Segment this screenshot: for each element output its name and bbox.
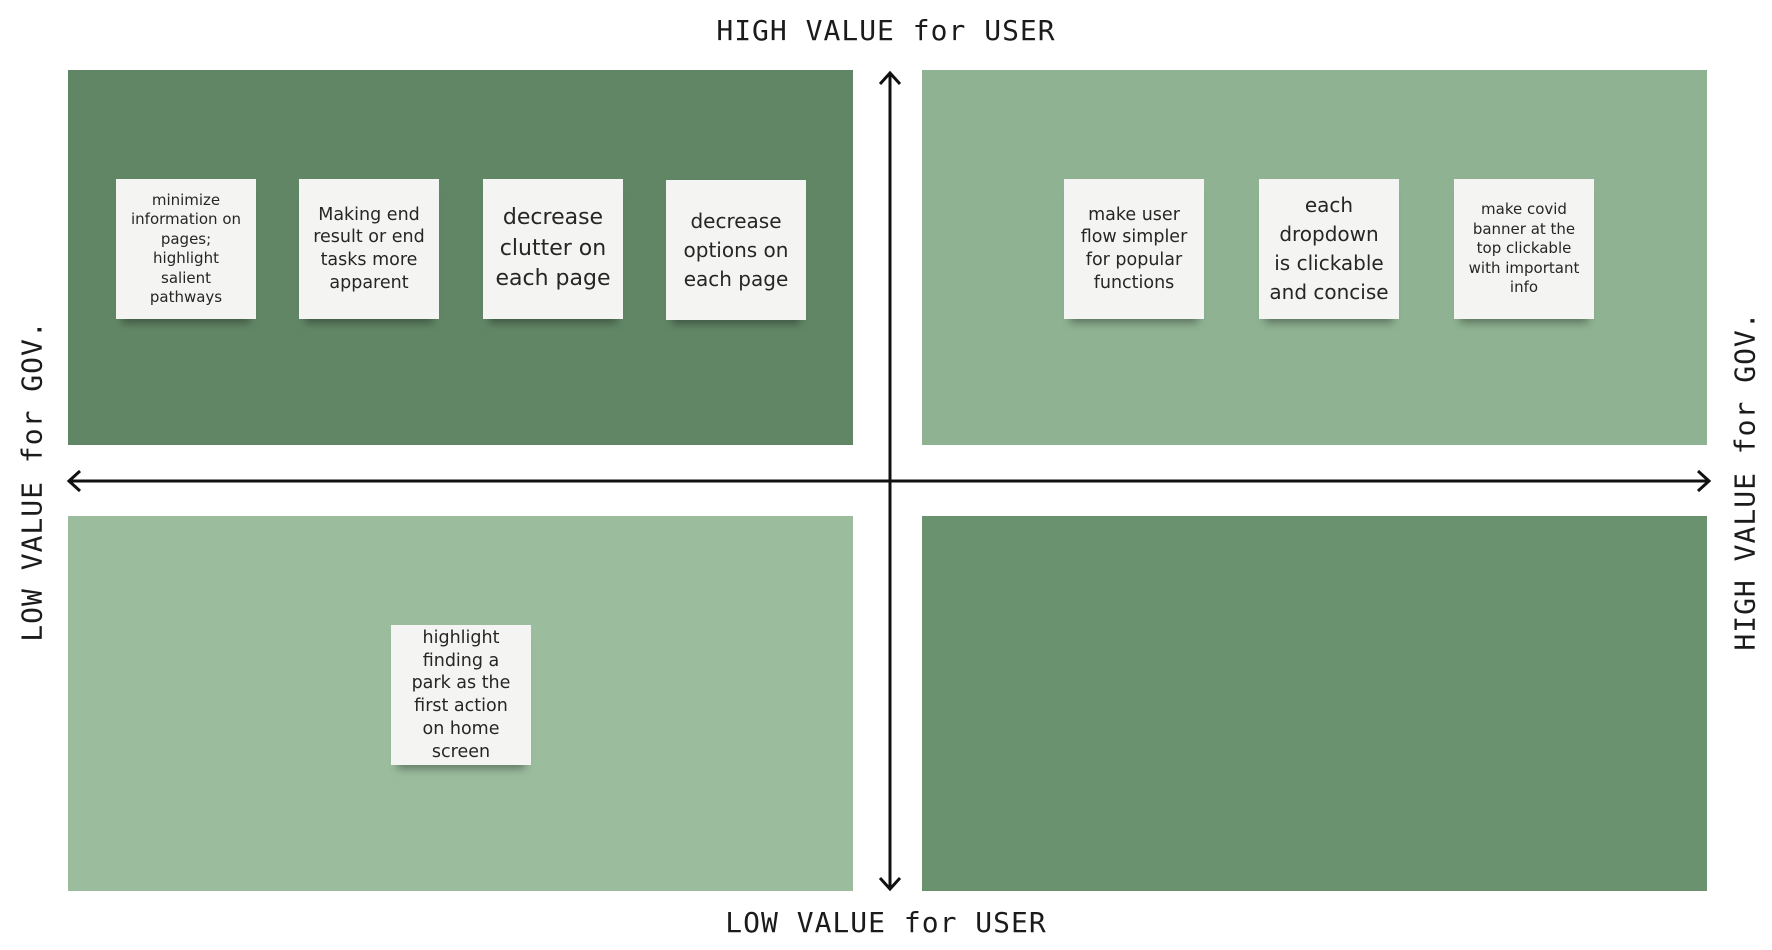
axis-label-high-gov: HIGH VALUE for GOV. xyxy=(1728,311,1762,651)
sticky-note[interactable]: highlight finding a park as the first ac… xyxy=(391,625,531,765)
arrow-right-icon xyxy=(1696,469,1712,493)
sticky-note-text: Making end result or end tasks more appa… xyxy=(313,204,425,293)
sticky-note-text: each dropdown is clickable and concise xyxy=(1269,193,1389,304)
sticky-note[interactable]: make covid banner at the top clickable w… xyxy=(1454,179,1594,319)
sticky-note[interactable]: Making end result or end tasks more appa… xyxy=(299,179,439,319)
sticky-note[interactable]: decrease options on each page xyxy=(666,180,806,320)
sticky-note[interactable]: minimize information on pages; highlight… xyxy=(116,179,256,319)
sticky-note-text: make covid banner at the top clickable w… xyxy=(1468,200,1580,297)
arrow-down-icon xyxy=(878,876,902,892)
sticky-note[interactable]: make user flow simpler for popular funct… xyxy=(1064,179,1204,319)
arrow-left-icon xyxy=(66,469,82,493)
axis-label-high-user: HIGH VALUE for USER xyxy=(716,14,1056,47)
sticky-note[interactable]: each dropdown is clickable and concise xyxy=(1259,179,1399,319)
sticky-note[interactable]: decrease clutter on each page xyxy=(483,179,623,319)
sticky-note-text: decrease clutter on each page xyxy=(495,204,611,292)
sticky-note-text: minimize information on pages; highlight… xyxy=(130,190,242,307)
axis-label-low-gov: LOW VALUE for GOV. xyxy=(15,320,49,642)
arrow-up-icon xyxy=(878,70,902,86)
sticky-note-text: decrease options on each page xyxy=(683,208,789,291)
axis-label-low-user: LOW VALUE for USER xyxy=(725,906,1047,939)
sticky-note-text: make user flow simpler for popular funct… xyxy=(1080,204,1188,293)
sticky-note-text: highlight finding a park as the first ac… xyxy=(411,627,511,762)
quadrant-low-user-high-gov xyxy=(922,516,1707,891)
